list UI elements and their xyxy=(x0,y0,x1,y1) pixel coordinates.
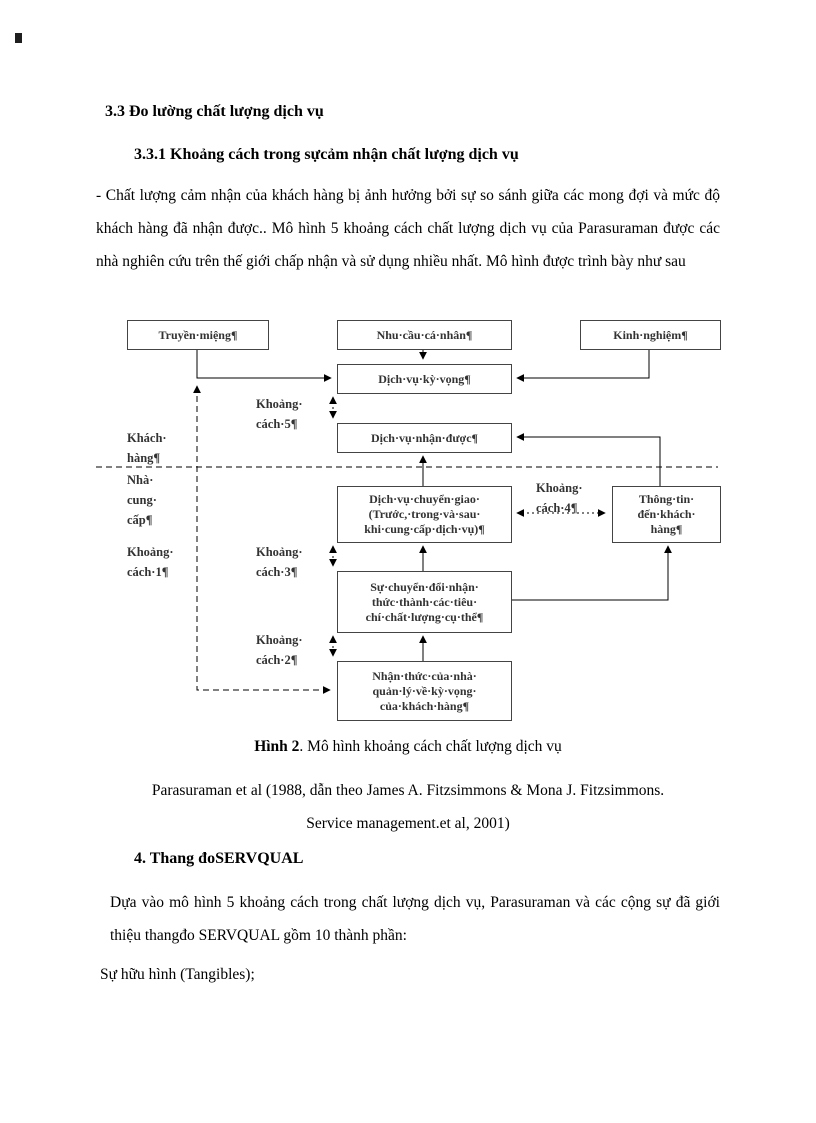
label-customer: Khách· hàng¶ xyxy=(127,431,167,465)
diagram-box-experience: Kinh·nghiệm¶ xyxy=(580,320,721,350)
scan-artifact-dot xyxy=(15,33,22,43)
citation-line-2: Service management.et al, 2001) xyxy=(306,815,510,832)
heading-4-servqual: 4. Thang đoSERVQUAL xyxy=(134,850,304,867)
intro-paragraph: - Chất lượng cảm nhận của khách hàng bị … xyxy=(96,187,720,270)
diagram-box-communication-to-customers: Thông·tin· đến·khách· hàng¶ xyxy=(612,486,721,543)
label-provider: Nhà· cung· cấp¶ xyxy=(127,473,157,527)
diagram-box-translation-to-specs: Sự·chuyển·đổi·nhận· thức·thành·các·tiêu·… xyxy=(337,571,512,633)
diagram-box-personal-needs: Nhu·cầu·cá·nhân¶ xyxy=(337,320,512,350)
label-gap-3: Khoảng· cách·3¶ xyxy=(256,545,303,579)
diagram-box-service-delivery: Dịch·vụ·chuyển·giao· (Trước,·trong·và·sa… xyxy=(337,486,512,543)
diagram-box-word-of-mouth: Truyền·miệng¶ xyxy=(127,320,269,350)
heading-3-3: 3.3 Đo lường chất lượng dịch vụ xyxy=(105,103,324,120)
servqual-paragraph: Dựa vào mô hình 5 khoảng cách trong chất… xyxy=(110,894,720,944)
figure-caption-text: . Mô hình khoảng cách chất lượng dịch vụ xyxy=(299,738,562,755)
figure-caption: Hình 2. Mô hình khoảng cách chất lượng d… xyxy=(0,738,816,756)
label-gap-1: Khoảng· cách·1¶ xyxy=(127,545,174,579)
diagram-box-perceived-service: Dịch·vụ·nhận·được¶ xyxy=(337,423,512,453)
heading-3-3-1: 3.3.1 Khoảng cách trong sựcảm nhận chất … xyxy=(134,146,519,163)
label-gap-5: Khoảng· cách·5¶ xyxy=(256,397,303,431)
figure-caption-number: Hình 2 xyxy=(254,738,300,755)
list-item-tangibles: Sự hữu hình (Tangibles); xyxy=(100,966,255,983)
label-gap-4: Khoảng· cách·4¶ xyxy=(536,481,583,515)
citation-line-1: Parasuraman et al (1988, dẫn theo James … xyxy=(151,782,665,799)
label-gap-2: Khoảng· cách·2¶ xyxy=(256,633,303,667)
diagram-box-expected-service: Dịch·vụ·kỳ·vọng¶ xyxy=(337,364,512,394)
diagram-box-management-perception: Nhận·thức·của·nhà· quản·lý·về·kỳ·vọng· c… xyxy=(337,661,512,721)
